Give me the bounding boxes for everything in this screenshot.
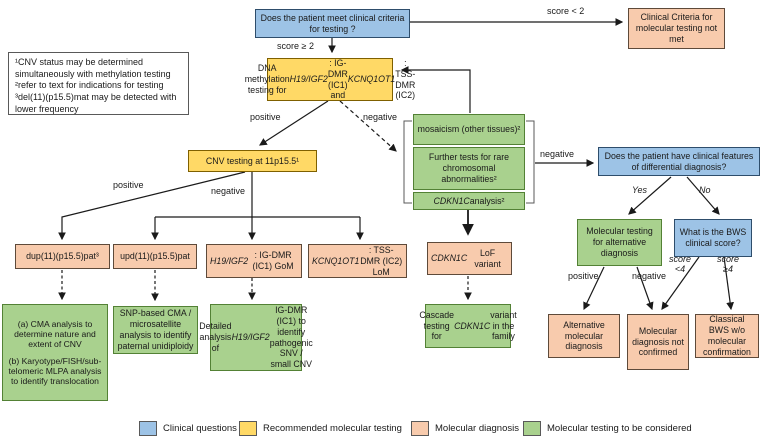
legend-label: Recommended molecular testing — [263, 423, 402, 434]
node-cdkn1c-lof: CDKN1C LoF variant — [427, 242, 512, 275]
node-dup: dup(11)(p15.5)pat³ — [15, 244, 110, 269]
node-upd: upd(11)(p15.5)pat — [113, 244, 197, 269]
bracket-left — [403, 120, 412, 204]
node-clinical-criteria-question: Does the patient meet clinical criteria … — [255, 9, 410, 38]
legend-swatch-salmon — [411, 421, 429, 436]
legend-label: Molecular diagnosis — [435, 423, 519, 434]
node-alt-diagnosis: Alternative molecular diagnosis — [548, 314, 620, 358]
legend-swatch-blue — [139, 421, 157, 436]
node-snp-cma: SNP-based CMA / microsatellite analysis … — [113, 306, 198, 354]
footnotes-box: ¹CNV status may be determined simultaneo… — [8, 52, 189, 115]
label-alt-positive: positive — [568, 271, 599, 281]
node-cascade-testing: Cascade testing for CDKN1C variant in th… — [419, 304, 517, 348]
label-mosaicism-negative: negative — [540, 149, 575, 159]
legend-swatch-green — [523, 421, 541, 436]
node-methylation-testing: DNA methylation testing for H19/IGF2: IG… — [244, 57, 416, 101]
label-score-ge4: score ≥4 — [717, 254, 740, 274]
legend-testing-considered: Molecular testing to be considered — [523, 421, 692, 436]
label-score-lt2: score < 2 — [547, 6, 585, 16]
label-methylation-negative: negative — [363, 112, 398, 122]
node-cnv-testing: CNV testing at 11p15.5¹ — [188, 150, 317, 172]
label-methylation-positive: positive — [250, 112, 281, 122]
node-mosaicism: mosaicism (other tissues)² — [413, 114, 525, 145]
arrow-diff-yes — [628, 176, 672, 215]
node-not-confirmed: Molecular diagnosis not confirmed — [627, 314, 689, 370]
label-alt-negative: negative — [632, 271, 667, 281]
bracket-right — [526, 120, 535, 204]
legend-molecular-diagnosis: Molecular diagnosis — [411, 421, 519, 436]
node-criteria-not-met: Clinical Criteria for molecular testing … — [628, 8, 725, 49]
node-differential-question: Does the patient have clinical features … — [598, 147, 760, 176]
node-classical-bws: Classical BWS w/o molecular confirmation — [695, 314, 759, 358]
line-cnv-negative-trunk — [155, 172, 360, 218]
cma-item-b: (b) Karyotype/FISH/sub-telomeric MLPA an… — [8, 355, 102, 387]
node-cdkn1c-analysis: CDKN1C analysis² — [413, 192, 525, 210]
node-ic2-lom: KCNQ1OT1: TSS-DMR (IC2) LoM — [308, 244, 407, 278]
node-cma-karyotype: (a) CMA analysis to determine nature and… — [2, 304, 108, 401]
legend-label: Clinical questions — [163, 423, 237, 434]
node-alt-testing: Molecular testing for alternative diagno… — [577, 219, 662, 266]
node-bws-score-question: What is the BWS clinical score? — [674, 219, 752, 257]
label-cnv-negative: negative — [211, 186, 246, 196]
arrow-diff-no — [686, 176, 720, 215]
label-cnv-positive: positive — [113, 180, 144, 190]
legend-label: Molecular testing to be considered — [547, 423, 692, 434]
label-score-lt4: score <4 — [669, 254, 692, 274]
label-score-ge2: score ≥ 2 — [277, 41, 314, 51]
arrow-methylation-negative — [339, 100, 397, 152]
label-diff-yes: Yes — [632, 185, 648, 195]
label-diff-no: No — [699, 185, 711, 195]
node-detailed-ic1: Detailed analysis of H19/IGF2 IG-DMR (IC… — [199, 304, 313, 371]
legend-swatch-yellow — [239, 421, 257, 436]
cma-item-a: (a) CMA analysis to determine nature and… — [14, 318, 96, 350]
arrow-cnv-positive — [58, 171, 246, 241]
arrow-methylation-positive — [259, 100, 329, 146]
legend-recommended-testing: Recommended molecular testing — [239, 421, 402, 436]
node-further-tests: Further tests for rare chromosomal abnor… — [413, 147, 525, 190]
legend-clinical-questions: Clinical questions — [139, 421, 237, 436]
node-ic1-gom: H19/IGF2: IG-DMR (IC1) GoM — [206, 244, 302, 278]
